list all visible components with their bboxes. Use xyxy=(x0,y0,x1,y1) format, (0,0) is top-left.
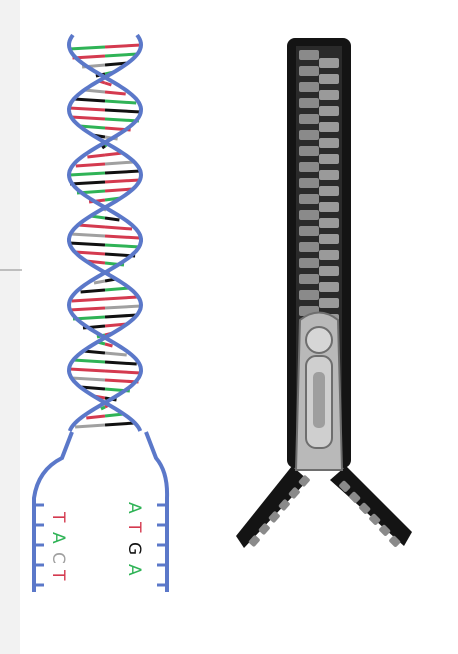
base-pair-half xyxy=(78,225,105,227)
base-pair-half xyxy=(105,83,111,85)
base-pair-half xyxy=(70,173,105,175)
zipper-tooth xyxy=(319,298,339,308)
zipper-slider-knob xyxy=(306,327,332,353)
left-letter-2: A xyxy=(48,532,68,544)
zipper-tooth xyxy=(299,82,319,92)
base-pair-half xyxy=(69,108,105,110)
base-pair-half xyxy=(105,315,137,317)
zipper-pull-hole xyxy=(313,372,325,428)
base-pair-half xyxy=(105,245,141,247)
base-pair-half xyxy=(81,290,105,292)
zipper-tooth xyxy=(299,66,319,76)
base-pair-half xyxy=(105,45,141,47)
base-pair-half xyxy=(105,306,141,308)
zipper-tooth xyxy=(319,234,339,244)
right-letter-4: A xyxy=(124,564,144,576)
base-pair-half xyxy=(69,47,105,49)
base-pair-half xyxy=(105,171,140,173)
base-pair-half xyxy=(105,162,134,164)
base-pair-half xyxy=(72,378,106,380)
base-pair-half xyxy=(75,425,105,427)
base-pair-half xyxy=(102,146,105,148)
zipper-tooth xyxy=(299,194,319,204)
base-pair-half xyxy=(105,371,141,373)
right-letter-2: T xyxy=(124,521,144,533)
zipper-tooth xyxy=(299,146,319,156)
base-pair-half xyxy=(105,180,140,182)
base-pair-half xyxy=(105,344,113,346)
zipper-tooth xyxy=(319,74,339,84)
zipper-tooth xyxy=(299,114,319,124)
base-pair-half xyxy=(105,353,127,355)
zipper-tooth xyxy=(299,290,319,300)
zipper-tooth xyxy=(299,274,319,284)
base-pair-half xyxy=(69,369,105,371)
base-pair-half xyxy=(105,236,140,238)
zipper-tooth xyxy=(299,98,319,108)
base-pair-half xyxy=(73,360,105,362)
zipper-tooth xyxy=(319,266,339,276)
base-pair-half xyxy=(69,243,105,245)
zipper-tooth xyxy=(299,226,319,236)
base-pair-half xyxy=(74,99,105,101)
base-pair-half xyxy=(94,281,105,283)
left-letter-3: C xyxy=(48,552,68,564)
base-pair-half xyxy=(71,117,105,119)
base-pair-half xyxy=(105,288,129,290)
base-pair-half xyxy=(105,110,141,112)
zipper-tooth xyxy=(319,138,339,148)
zipper-tooth xyxy=(299,242,319,252)
base-pair-half xyxy=(105,297,138,299)
base-pair-half xyxy=(105,423,135,425)
zipper-tooth xyxy=(319,282,339,292)
left-letter-4: T xyxy=(48,569,68,581)
zipper-tooth xyxy=(299,178,319,188)
base-pair-half xyxy=(105,92,126,94)
zipper-tooth xyxy=(319,186,339,196)
zipper-tooth xyxy=(319,90,339,100)
base-pair-half xyxy=(83,351,105,353)
base-pair-half xyxy=(71,234,106,236)
zipper-tooth xyxy=(299,50,319,60)
zipper-tooth xyxy=(299,210,319,220)
right-letter-1: A xyxy=(124,502,144,514)
base-pair-half xyxy=(70,182,105,184)
left-letter-1: T xyxy=(48,511,68,523)
zipper-tooth xyxy=(319,202,339,212)
right-letter-3: G xyxy=(124,542,144,555)
zipper-tooth xyxy=(319,170,339,180)
base-pair-half xyxy=(84,90,105,92)
base-pair-half xyxy=(69,308,105,310)
zipper-tooth xyxy=(319,58,339,68)
base-pair-half xyxy=(76,164,105,166)
zipper-tooth xyxy=(299,130,319,140)
base-pair-half xyxy=(105,54,138,56)
base-pair-half xyxy=(87,155,105,157)
zipper-tooth xyxy=(319,106,339,116)
zipper-tooth xyxy=(319,250,339,260)
base-pair-half xyxy=(72,299,105,301)
base-pair-half xyxy=(105,218,119,220)
zipper-tooth xyxy=(319,218,339,228)
zipper-tooth xyxy=(299,258,319,268)
base-pair-half xyxy=(105,101,136,103)
base-pair-half xyxy=(105,362,137,364)
zipper-tooth xyxy=(319,122,339,132)
base-pair-half xyxy=(101,407,105,409)
zipper-tooth xyxy=(299,162,319,172)
base-pair-half xyxy=(105,227,132,229)
zipper-tooth xyxy=(319,154,339,164)
base-pair-half xyxy=(86,416,105,418)
